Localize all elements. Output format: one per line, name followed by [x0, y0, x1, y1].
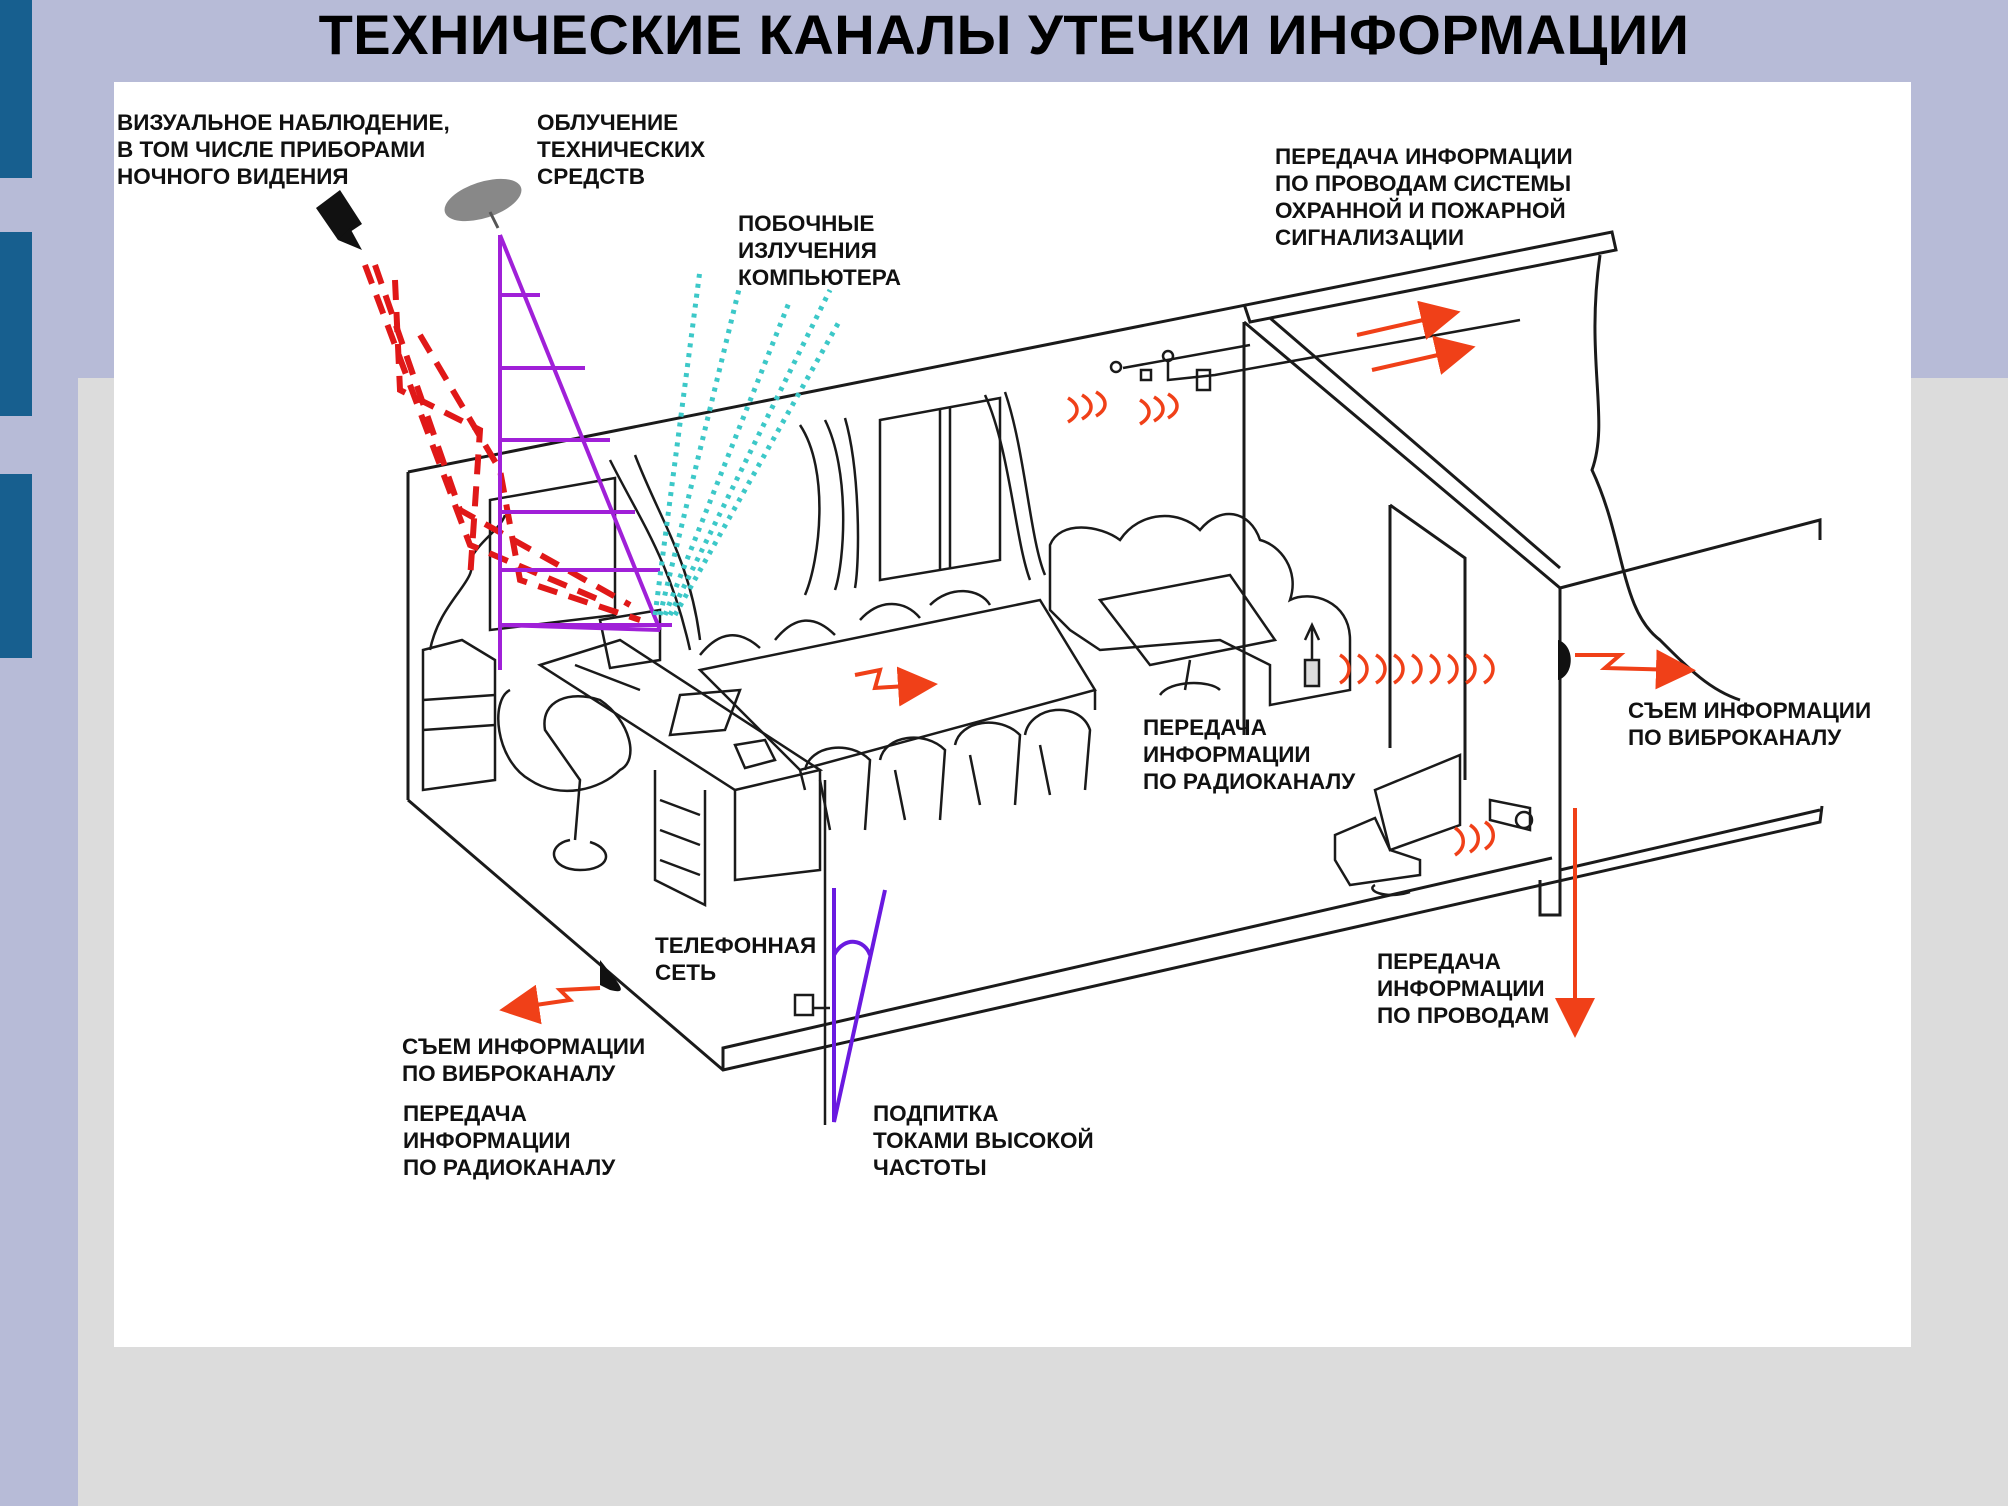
vibro-sensors: [600, 640, 1571, 992]
cabinet: [421, 638, 497, 792]
office-desk: [497, 608, 824, 908]
side-tab-2: [0, 232, 32, 416]
label-wires: ПЕРЕДАЧА ИНФОРМАЦИИ ПО ПРОВОДАМ: [1377, 949, 1550, 1028]
radio-waves: [1067, 390, 1495, 857]
side-tab-3: [0, 474, 32, 658]
label-vibro-left: СЪЕМ ИНФОРМАЦИИ ПО ВИБРОКАНАЛУ: [402, 1034, 646, 1086]
label-phone-network: ТЕЛЕФОННАЯ СЕТЬ: [655, 933, 817, 985]
label-side-emission: ПОБОЧНЫЕ ИЗЛУЧЕНИЯ КОМПЬЮТЕРА: [738, 211, 901, 290]
tv-set: [1333, 753, 1462, 897]
wall-socket: [1488, 798, 1534, 832]
alarm-sensors: [1109, 318, 1521, 392]
signal-arrows: [499, 300, 1696, 1038]
room-walls: [406, 230, 1824, 1072]
label-vibro-right: СЪЕМ ИНФОРМАЦИИ ПО ВИБРОКАНАЛУ: [1628, 698, 1872, 750]
sofa-group: [1048, 512, 1352, 707]
computer-emissions: [652, 269, 843, 617]
label-radio-center: ПЕРЕДАЧА ИНФОРМАЦИИ ПО РАДИОКАНАЛУ: [1143, 715, 1356, 794]
irradiation-triangle: [498, 234, 672, 670]
camera-icon: [316, 190, 362, 250]
side-tab-1: [0, 0, 32, 178]
label-visual-observation: ВИЗУАЛЬНОЕ НАБЛЮДЕНИЕ, В ТОМ ЧИСЛЕ ПРИБО…: [117, 110, 450, 189]
diagram-panel: [114, 82, 1911, 1347]
hf-pump-lines: [832, 888, 887, 1123]
label-hf-pump: ПОДПИТКА ТОКАМИ ВЫСОКОЙ ЧАСТОТЫ: [873, 1101, 1094, 1180]
label-alarm-wires: ПЕРЕДАЧА ИНФОРМАЦИИ ПО ПРОВОДАМ СИСТЕМЫ …: [1275, 144, 1573, 250]
windows: [428, 391, 1047, 651]
label-irradiation: ОБЛУЧЕНИЕ ТЕХНИЧЕСКИХ СРЕДСТВ: [537, 110, 706, 189]
page-title: ТЕХНИЧЕСКИЕ КАНАЛЫ УТЕЧКИ ИНФОРМАЦИИ: [318, 3, 1690, 66]
visual-observation-beams: [362, 263, 641, 623]
radio-bug: [1303, 622, 1321, 688]
conference-table: [697, 589, 1097, 831]
label-radio-left: ПЕРЕДАЧА ИНФОРМАЦИИ ПО РАДИОКАНАЛУ: [403, 1101, 616, 1180]
dish-antenna-icon: [444, 178, 522, 229]
phone-box: [793, 993, 830, 1017]
